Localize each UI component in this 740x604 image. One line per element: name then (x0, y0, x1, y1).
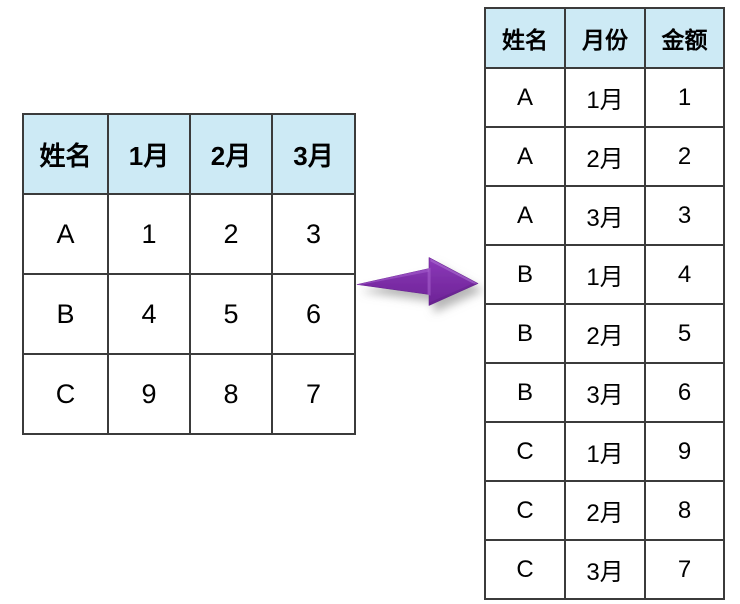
long-table-row: C 3月 7 (484, 539, 725, 600)
wide-table-row: A 1 2 3 (22, 193, 356, 275)
wide-cell-value: 6 (271, 273, 356, 355)
wide-cell-value: 4 (107, 273, 191, 355)
long-cell-name: C (484, 480, 566, 541)
long-table-row: A 1月 1 (484, 67, 725, 128)
long-cell-amount: 7 (644, 539, 725, 600)
long-cell-month: 3月 (564, 185, 646, 246)
long-cell-name: C (484, 539, 566, 600)
long-table-header-row: 姓名 月份 金额 (484, 7, 725, 69)
long-header-cell-amount: 金额 (644, 7, 725, 69)
long-header-cell-month: 月份 (564, 7, 646, 69)
long-cell-name: B (484, 244, 566, 305)
long-table-row: B 2月 5 (484, 303, 725, 364)
long-cell-amount: 8 (644, 480, 725, 541)
long-cell-amount: 3 (644, 185, 725, 246)
long-table-row: B 1月 4 (484, 244, 725, 305)
long-table-row: C 1月 9 (484, 421, 725, 482)
wide-cell-value: 2 (189, 193, 273, 275)
result-long-table: 姓名 月份 金额 A 1月 1 A 2月 2 A 3月 3 B 1月 (484, 7, 725, 600)
wide-header-cell-name: 姓名 (22, 113, 109, 195)
wide-cell-value: 8 (189, 353, 273, 435)
wide-cell-name: B (22, 273, 109, 355)
long-cell-month: 2月 (564, 480, 646, 541)
wide-cell-value: 3 (271, 193, 356, 275)
long-table-row: A 3月 3 (484, 185, 725, 246)
long-cell-name: A (484, 185, 566, 246)
wide-header-cell-jan: 1月 (107, 113, 191, 195)
wide-table-header-row: 姓名 1月 2月 3月 (22, 113, 356, 195)
long-table-row: B 3月 6 (484, 362, 725, 423)
long-cell-amount: 5 (644, 303, 725, 364)
long-table-row: A 2月 2 (484, 126, 725, 187)
long-cell-month: 1月 (564, 244, 646, 305)
source-wide-table: 姓名 1月 2月 3月 A 1 2 3 B 4 5 6 C 9 8 7 (22, 113, 356, 435)
long-cell-month: 3月 (564, 539, 646, 600)
long-header-cell-name: 姓名 (484, 7, 566, 69)
wide-cell-name: A (22, 193, 109, 275)
wide-header-cell-feb: 2月 (189, 113, 273, 195)
wide-cell-value: 7 (271, 353, 356, 435)
long-cell-month: 2月 (564, 303, 646, 364)
long-cell-month: 3月 (564, 362, 646, 423)
long-cell-amount: 4 (644, 244, 725, 305)
long-cell-month: 2月 (564, 126, 646, 187)
long-cell-month: 1月 (564, 67, 646, 128)
long-cell-amount: 6 (644, 362, 725, 423)
wide-table-row: B 4 5 6 (22, 273, 356, 355)
long-cell-name: A (484, 67, 566, 128)
long-table-row: C 2月 8 (484, 480, 725, 541)
long-cell-name: C (484, 421, 566, 482)
wide-cell-value: 5 (189, 273, 273, 355)
wide-cell-name: C (22, 353, 109, 435)
wide-cell-value: 9 (107, 353, 191, 435)
wide-header-cell-mar: 3月 (271, 113, 356, 195)
wide-table-row: C 9 8 7 (22, 353, 356, 435)
long-cell-amount: 1 (644, 67, 725, 128)
long-cell-name: A (484, 126, 566, 187)
wide-cell-value: 1 (107, 193, 191, 275)
transform-arrow-icon (352, 243, 486, 319)
long-cell-amount: 9 (644, 421, 725, 482)
long-cell-amount: 2 (644, 126, 725, 187)
long-cell-month: 1月 (564, 421, 646, 482)
long-cell-name: B (484, 362, 566, 423)
long-cell-name: B (484, 303, 566, 364)
